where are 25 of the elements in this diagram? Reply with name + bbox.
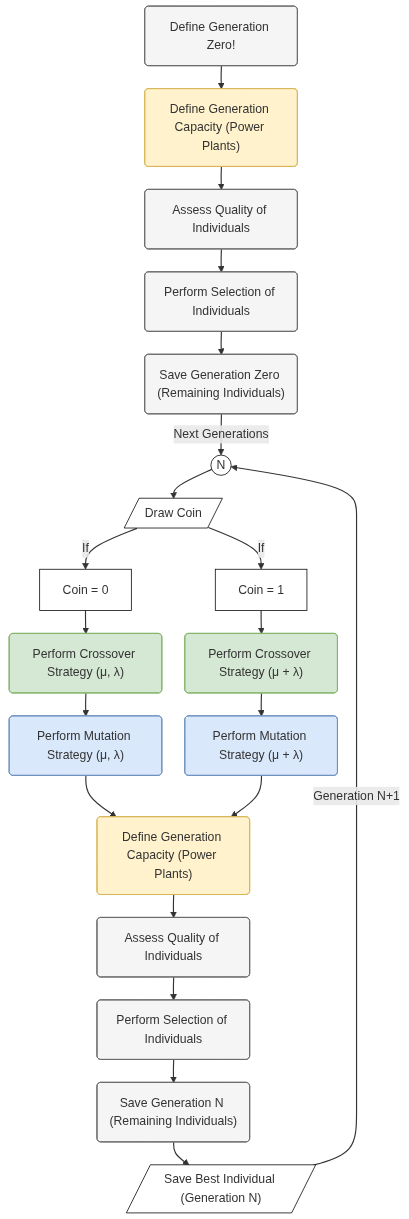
arrow xyxy=(82,692,90,717)
node-box: Coin = 1 xyxy=(214,568,308,611)
arrow xyxy=(170,976,177,1001)
arrow xyxy=(82,609,90,635)
arrow xyxy=(173,1141,190,1166)
edge-label: Generation N+1 xyxy=(313,789,400,803)
arrow xyxy=(82,527,138,570)
arrow xyxy=(170,1059,177,1083)
arrow xyxy=(207,526,265,570)
arrow xyxy=(170,894,177,919)
node-box: Coin = 0 xyxy=(39,568,132,611)
arrow xyxy=(257,692,265,717)
arrow xyxy=(217,166,225,191)
arrow xyxy=(230,464,358,1166)
edge-label: Next Generations xyxy=(173,427,269,441)
edge-label: If xyxy=(82,541,89,555)
arrow xyxy=(257,609,265,635)
arrow xyxy=(230,775,263,818)
node-circle: N xyxy=(210,454,232,476)
arrow xyxy=(217,65,225,90)
arrow xyxy=(170,468,213,499)
arrow xyxy=(217,331,225,355)
edge-label: If xyxy=(257,541,265,555)
arrow xyxy=(85,775,117,818)
arrow xyxy=(217,248,225,273)
